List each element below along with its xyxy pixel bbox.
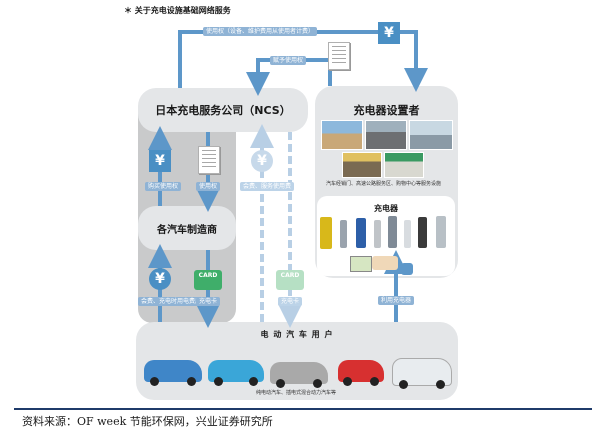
ncs-box bbox=[138, 88, 308, 132]
mall-photo bbox=[409, 120, 453, 150]
car-image bbox=[392, 358, 452, 389]
charger-icon bbox=[340, 220, 347, 248]
car-image bbox=[338, 360, 384, 386]
charger-icon bbox=[388, 216, 397, 248]
tablet-icon bbox=[350, 256, 372, 272]
service-area-photo bbox=[365, 120, 407, 150]
car-image bbox=[270, 362, 328, 388]
document-icon bbox=[198, 146, 220, 174]
charger-label: 充电器 bbox=[374, 204, 398, 213]
dealer-photo bbox=[321, 120, 363, 150]
label-charge-card-left: 充电卡 bbox=[196, 297, 221, 306]
yen-icon: ¥ bbox=[251, 150, 273, 172]
users-label: 电 动 汽 车 用 户 bbox=[260, 330, 334, 339]
footer-rule bbox=[14, 408, 592, 410]
label-member-fee: 会费、服务使用费 bbox=[240, 182, 295, 191]
car-image bbox=[208, 360, 264, 386]
users-caption: 纯电动汽车、插电式混合动力汽车等 bbox=[256, 390, 337, 396]
charger-icon bbox=[356, 218, 366, 248]
document-icon bbox=[328, 42, 350, 70]
shop-photo-1 bbox=[342, 152, 382, 178]
label-use-right-left: 使用权 bbox=[196, 182, 221, 191]
label-charge-card-mid: 充电卡 bbox=[278, 297, 303, 306]
label-grant-right: 赋予使用权 bbox=[270, 56, 307, 65]
charger-icon bbox=[374, 220, 381, 248]
yen-icon: ¥ bbox=[149, 150, 171, 172]
ncs-label: 日本充电服务公司（NCS） bbox=[155, 104, 291, 117]
card-icon: CARD bbox=[194, 270, 222, 290]
label-pay-member: 会费、充电时用电费用 bbox=[138, 297, 205, 306]
car-image bbox=[144, 360, 202, 386]
charger-icon bbox=[418, 217, 427, 248]
source-note: 资料来源：OF week 节能环保网，兴业证券研究所 bbox=[22, 415, 273, 428]
maker-label: 各汽车制造商 bbox=[157, 225, 217, 236]
label-use-right-top: 使用权（设备、维护费用从使用者计费） bbox=[203, 27, 318, 36]
charger-icon bbox=[436, 216, 446, 248]
card-icon: CARD bbox=[276, 270, 304, 290]
charger-icon bbox=[320, 217, 332, 249]
hand-card-icon bbox=[372, 256, 398, 270]
installer-caption: 汽车经销门、高速公路服务区、购物中心等服务设施 bbox=[326, 181, 442, 187]
plug-icon bbox=[401, 263, 413, 275]
diagram-title: ＊ 关于充电设施基础网络服务 bbox=[124, 6, 231, 15]
charger-icon bbox=[404, 220, 411, 248]
label-pay-purchase: 购买使用权 bbox=[145, 182, 182, 191]
label-use-charger: 利用充电器 bbox=[378, 296, 415, 305]
yen-icon: ¥ bbox=[149, 268, 171, 290]
yen-icon: ¥ bbox=[378, 22, 400, 44]
maker-box bbox=[138, 206, 236, 250]
installer-label: 充电器设置者 bbox=[353, 104, 420, 117]
shop-photo-2 bbox=[384, 152, 424, 178]
